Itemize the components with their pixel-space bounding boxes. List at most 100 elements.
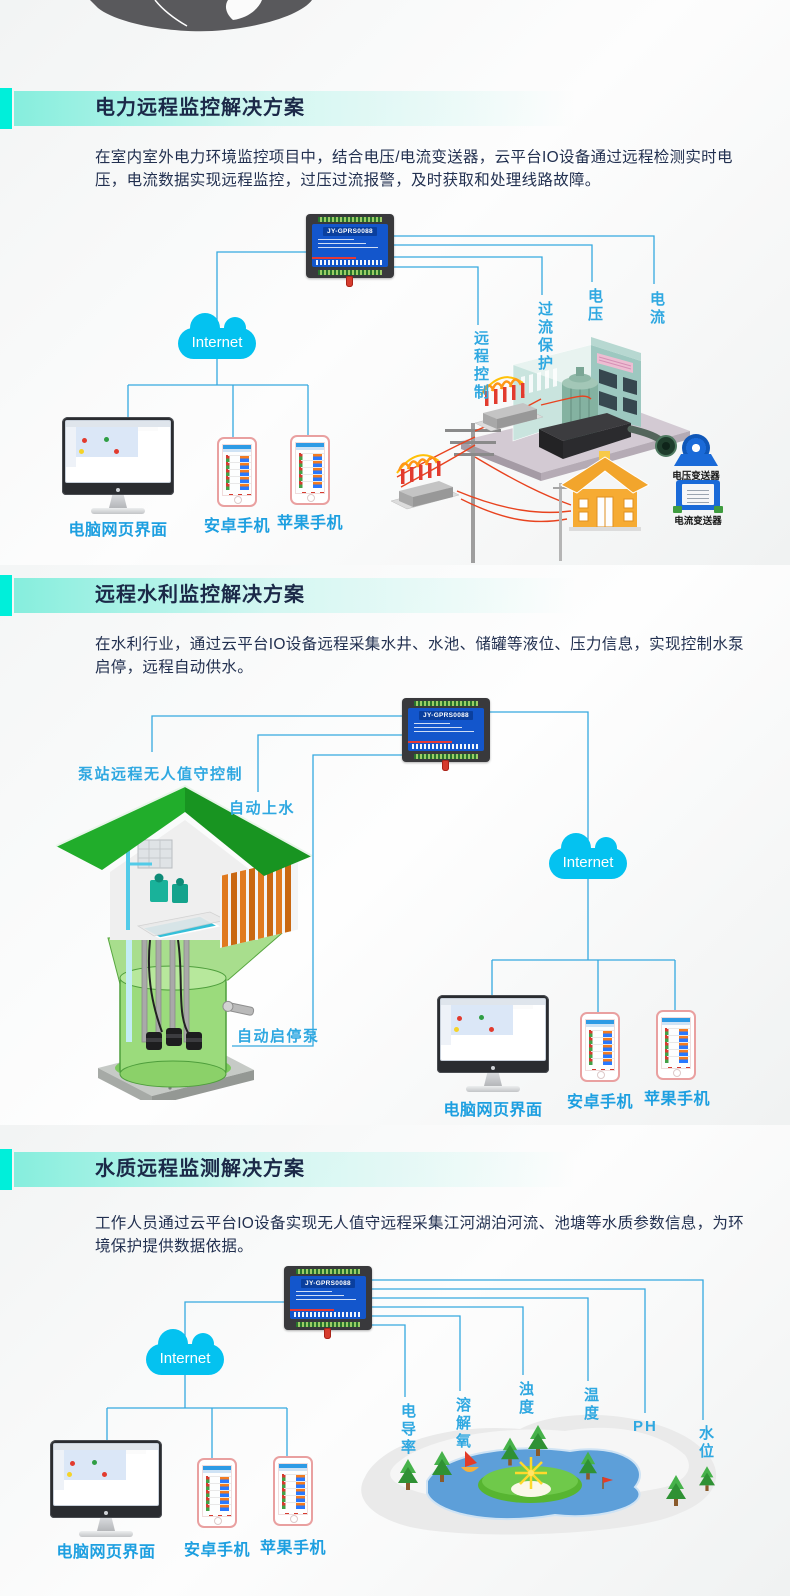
antenna <box>324 1328 331 1339</box>
transducer-face <box>682 484 714 505</box>
status-dot <box>102 1472 107 1477</box>
section-1-header: 电力远程监控解决方案 <box>0 88 575 129</box>
section-title: 电力远程监控解决方案 <box>95 97 305 119</box>
iphone <box>656 1010 696 1080</box>
pc-monitor <box>62 417 174 514</box>
internet-cloud: Internet <box>178 313 256 359</box>
device-label-android: 安卓手机 <box>566 1094 633 1111</box>
device-label-pc: 电脑网页界面 <box>56 1544 156 1561</box>
annotation-ph: PH <box>633 1418 658 1435</box>
annotation-remote-control: 远程控制 <box>472 330 489 402</box>
annotation-voltage: 电压 <box>586 288 603 324</box>
device-label-android: 安卓手机 <box>203 518 270 535</box>
pc-monitor <box>437 995 549 1092</box>
gateway-device: JY-GPRS0088 <box>284 1266 372 1339</box>
section-title: 水质远程监测解决方案 <box>95 1158 305 1180</box>
device-panel: JY-GPRS0088 <box>408 708 484 751</box>
transducer-label: 电流变送器 <box>674 516 722 527</box>
title-accent-bar <box>14 91 575 126</box>
annotation-pump-station: 泵站远程无人值守控制 <box>78 766 244 783</box>
device-panel: JY-GPRS0088 <box>290 1276 366 1319</box>
device-label-ios: 苹果手机 <box>259 1540 326 1557</box>
terminal-strip <box>414 754 478 759</box>
terminal-strip <box>318 270 382 275</box>
section-paragraph: 在室内室外电力环境监控项目中，结合电压/电流变送器，云平台IO设备通过远程检测实… <box>95 149 733 190</box>
android-phone <box>580 1012 620 1082</box>
status-dot <box>70 1461 75 1466</box>
monitor-stand <box>109 495 127 508</box>
device-label-ios: 苹果手机 <box>643 1091 710 1108</box>
annotation-overcurrent-protection: 过流保护 <box>536 301 553 373</box>
cloud-label: Internet <box>159 1350 211 1367</box>
internet-cloud: Internet <box>146 1329 224 1375</box>
app-screenshot <box>65 420 171 483</box>
section-paragraph: 在水利行业，通过云平台IO设备远程采集水井、水池、储罐等液位、压力信息，实现控制… <box>95 636 744 677</box>
app-screenshot <box>53 1443 159 1506</box>
phone-screen <box>295 442 325 494</box>
monitor-base <box>91 508 145 514</box>
device-label-pc: 电脑网页界面 <box>443 1102 543 1119</box>
phone-screen <box>222 444 252 496</box>
annotation-auto-fill: 自动上水 <box>229 800 296 817</box>
transducer-base <box>674 454 718 466</box>
voltage-transducer <box>674 434 718 466</box>
device-label-pc: 电脑网页界面 <box>68 522 168 539</box>
device-panel: JY-GPRS0088 <box>312 224 388 267</box>
phone-screen <box>202 1465 232 1517</box>
monitor-stand <box>484 1073 502 1086</box>
monitor-base <box>466 1086 520 1092</box>
device-model-label: JY-GPRS0088 <box>300 1279 356 1288</box>
phone-screen <box>661 1017 691 1069</box>
power-scene-illustration <box>389 337 690 563</box>
top-product-image <box>82 0 312 32</box>
gateway-device: JY-GPRS0088 <box>402 698 490 771</box>
current-transducer <box>673 480 723 513</box>
title-accent-block <box>0 575 12 616</box>
status-dot <box>92 1460 97 1465</box>
pump-station-illustration <box>55 785 313 1100</box>
annotation-temperature: 温度 <box>582 1387 599 1423</box>
section-3-header: 水质远程监测解决方案 <box>0 1149 575 1190</box>
device-model-label: JY-GPRS0088 <box>418 711 474 720</box>
status-dot <box>67 1472 72 1477</box>
annotation-dissolved-oxygen: 溶解氧 <box>454 1397 471 1451</box>
phone-screen <box>585 1019 615 1071</box>
phone-screen <box>278 1463 308 1515</box>
device-label-ios: 苹果手机 <box>276 515 343 532</box>
monitor-screen <box>50 1440 162 1518</box>
gateway-device: JY-GPRS0088 <box>306 214 394 287</box>
monitor-base <box>79 1531 133 1537</box>
title-accent-block <box>0 88 12 129</box>
section-paragraph: 工作人员通过云平台IO设备实现无人值守远程采集江河湖泊河流、池塘等水质参数信息，… <box>95 1215 744 1256</box>
status-dot <box>79 449 84 454</box>
terminal-strip <box>318 217 382 222</box>
cloud-label: Internet <box>562 854 614 871</box>
monitor-stand <box>97 1518 115 1531</box>
status-dot <box>454 1027 459 1032</box>
terminal-strip <box>414 701 478 706</box>
cloud-label: Internet <box>191 334 243 351</box>
internet-cloud: Internet <box>549 833 627 879</box>
status-dot <box>114 449 119 454</box>
annotation-turbidity: 浊度 <box>517 1381 534 1417</box>
android-phone <box>197 1458 237 1528</box>
status-dot <box>457 1016 462 1021</box>
status-dot <box>479 1015 484 1020</box>
antenna <box>442 760 449 771</box>
pc-monitor <box>50 1440 162 1537</box>
monitor-screen <box>437 995 549 1073</box>
annotation-conductivity: 电导率 <box>399 1403 416 1457</box>
status-dot <box>104 437 109 442</box>
android-phone <box>217 437 257 507</box>
iphone <box>273 1456 313 1526</box>
annotation-current: 电流 <box>648 291 665 327</box>
iphone <box>290 435 330 505</box>
annotation-water-level: 水位 <box>697 1425 714 1461</box>
device-model-label: JY-GPRS0088 <box>322 227 378 236</box>
terminal-strip <box>296 1322 360 1327</box>
transducer-label: 电压变送器 <box>672 471 720 482</box>
app-screenshot <box>440 998 546 1061</box>
terminal-strip <box>296 1269 360 1274</box>
status-dot <box>489 1027 494 1032</box>
